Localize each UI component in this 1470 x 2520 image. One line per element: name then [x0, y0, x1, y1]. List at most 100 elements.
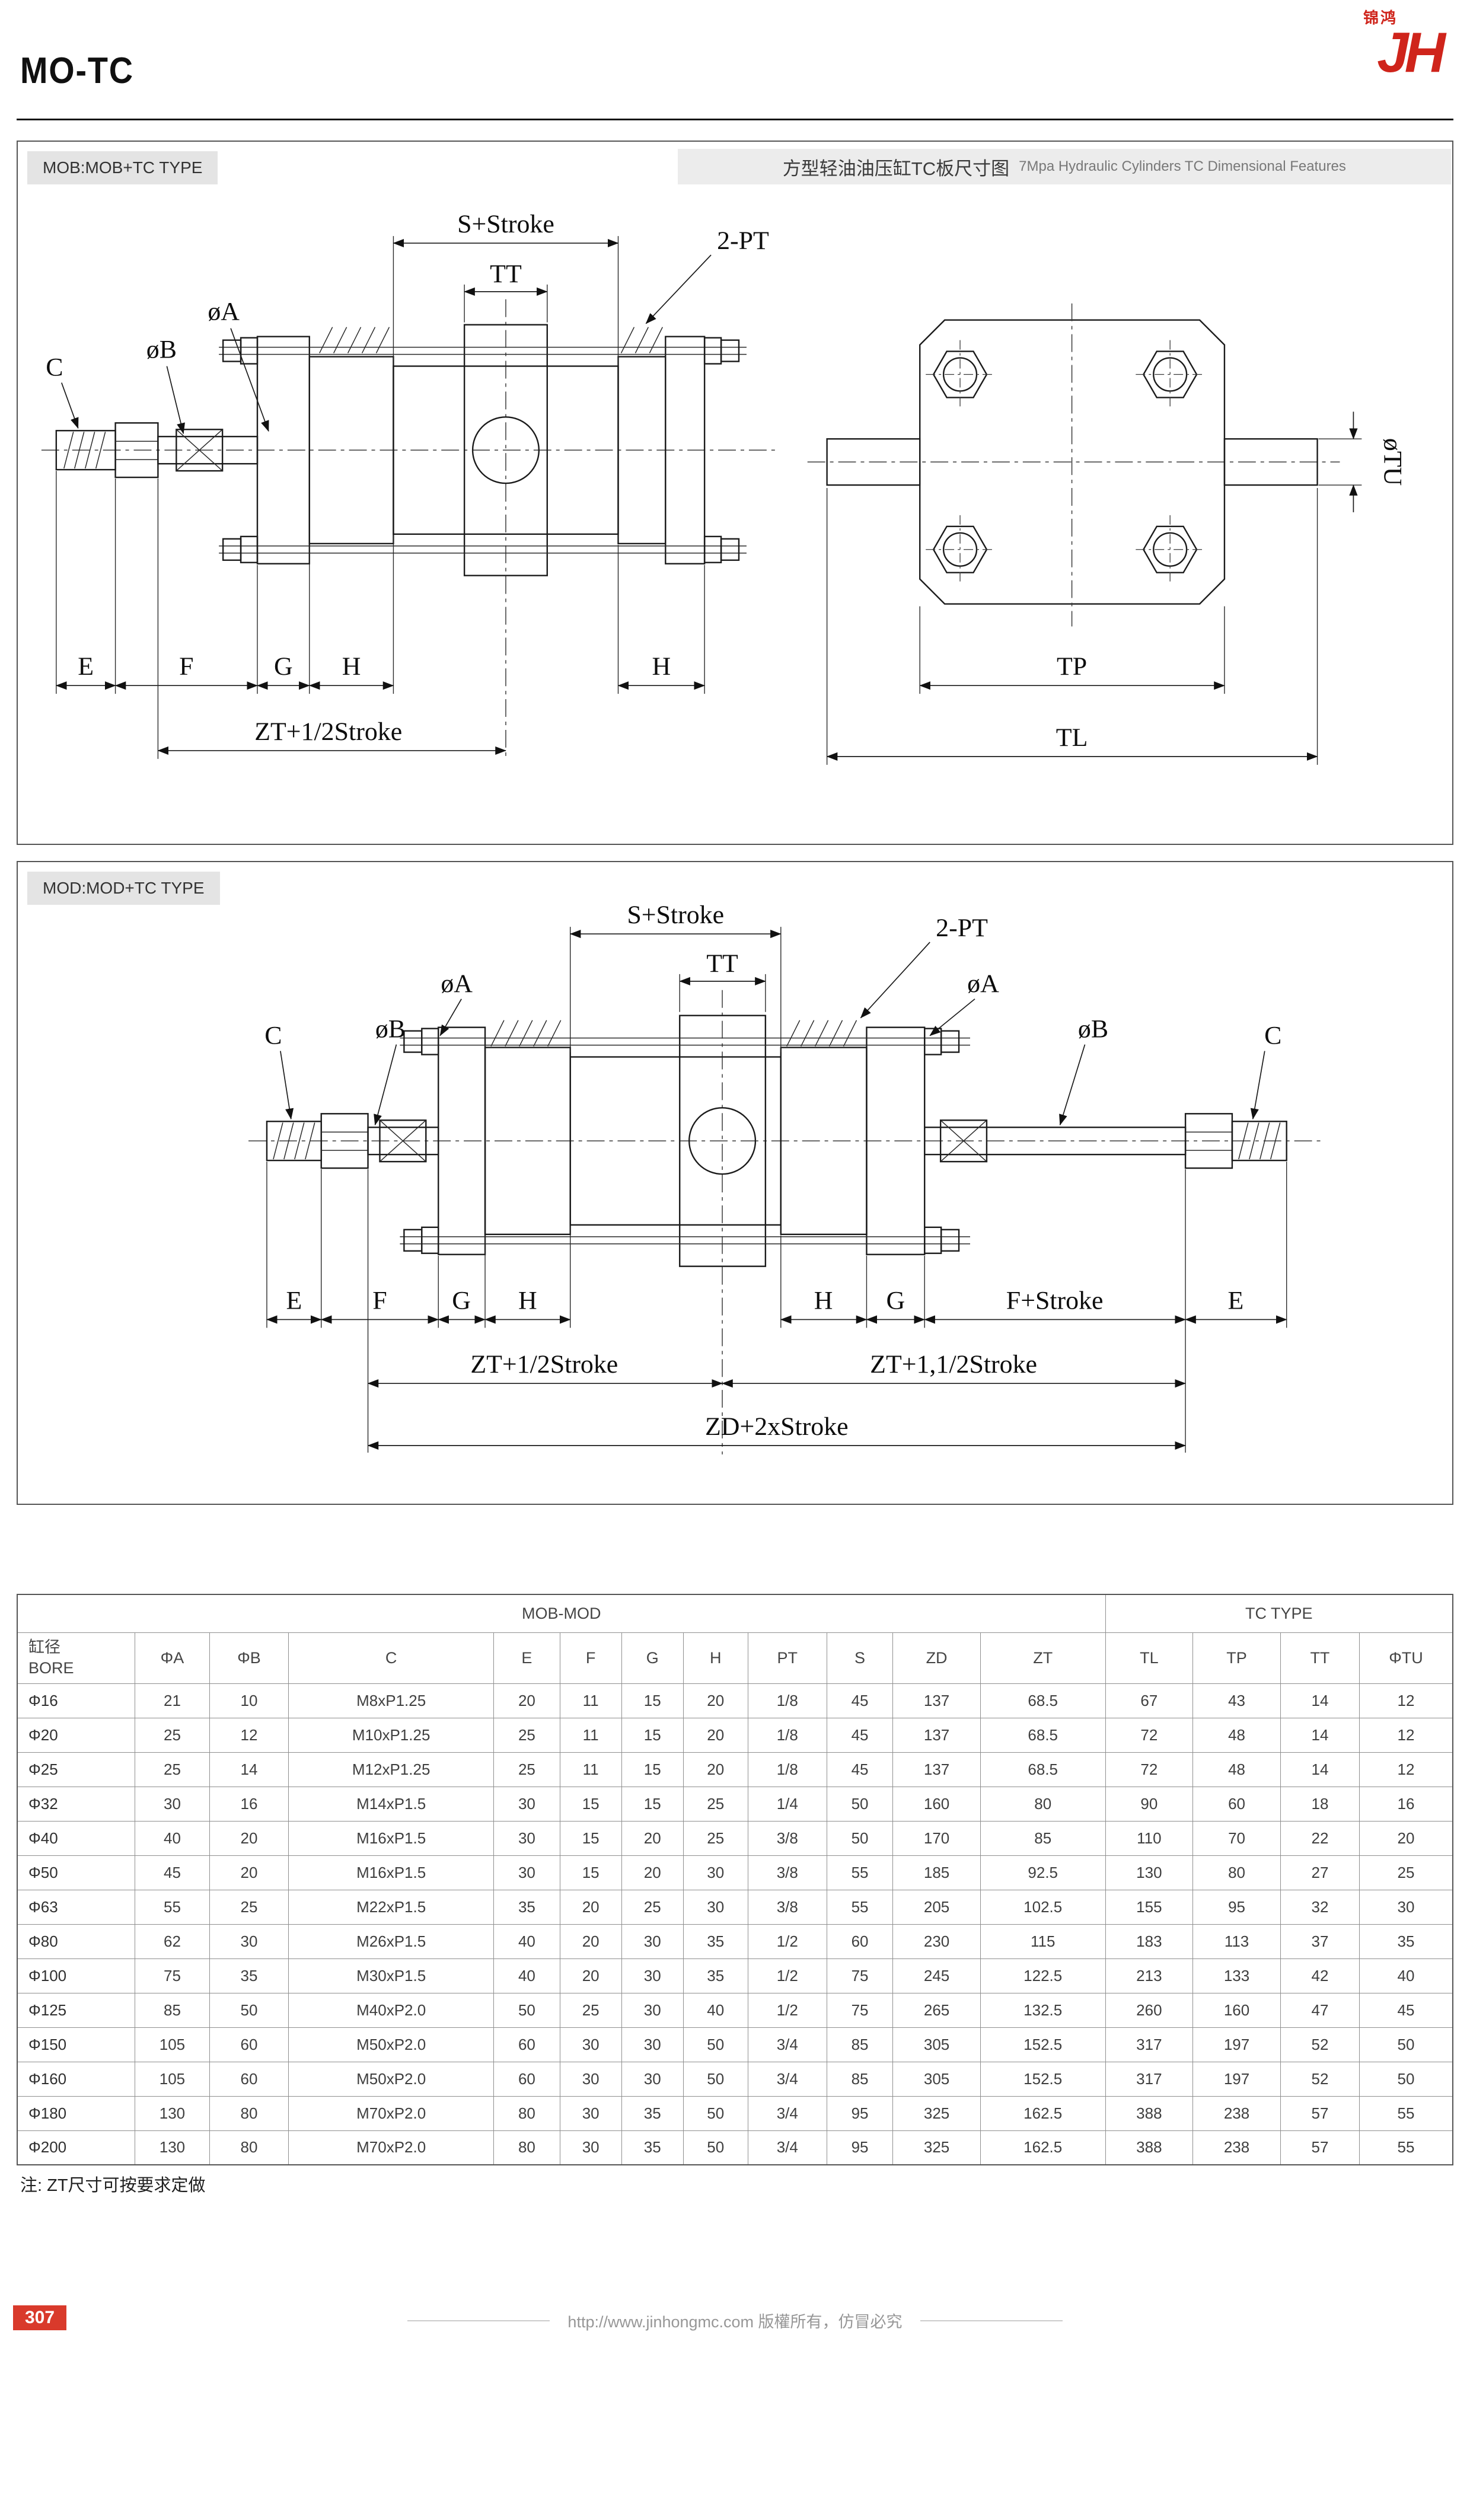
dim-label-c-left: C [264, 1022, 282, 1050]
table-cell: 130 [135, 2130, 210, 2165]
table-cell: 80 [980, 1786, 1106, 1822]
dim-label-zd: ZD+2xStroke [705, 1412, 849, 1441]
table-cell: 80 [1192, 1855, 1281, 1890]
table-cell: 1/2 [747, 1958, 827, 1993]
table-cell: 20 [209, 1820, 289, 1856]
table-cell: 85 [135, 1992, 210, 2028]
table-cell: 325 [892, 2130, 981, 2165]
dim-label-g-left: G [452, 1286, 471, 1315]
table-cell: 85 [980, 1820, 1106, 1856]
table-cell: 50 [683, 2095, 748, 2131]
table-cell: 25 [683, 1786, 748, 1822]
column-header: H [683, 1632, 748, 1684]
table-cell: 15 [559, 1786, 622, 1822]
group-header-tc-type: TC TYPE [1105, 1594, 1453, 1633]
table-cell: 20 [683, 1683, 748, 1718]
table-cell: 20 [493, 1683, 560, 1718]
table-cell: M40xP2.0 [288, 1992, 495, 2028]
caption-chinese: 方型轻油油压缸TC板尺寸图 [782, 158, 1010, 179]
column-header: ZD [892, 1632, 981, 1684]
table-cell: 16 [209, 1786, 289, 1822]
section-mod-drawing: MOD:MOD+TC TYPE [17, 861, 1453, 1505]
table-cell: 80 [493, 2095, 560, 2131]
table-cell: M30xP1.5 [288, 1958, 495, 1993]
footer-divider-left [407, 2320, 550, 2321]
table-cell: 155 [1105, 1889, 1194, 1925]
table-cell: 12 [1359, 1717, 1453, 1753]
table-cell: 170 [892, 1820, 981, 1856]
dim-label-phi-tu: øTU [1378, 438, 1407, 486]
table-cell: 10 [209, 1683, 289, 1718]
logo-chinese-text: 锦鸿 [1363, 9, 1398, 27]
table-cell: 25 [209, 1889, 289, 1925]
table-cell: 30 [621, 1958, 684, 1993]
table-cell: 45 [826, 1717, 894, 1753]
table-cell: 40 [683, 1992, 748, 2028]
table-cell: 72 [1105, 1717, 1194, 1753]
table-cell: 60 [209, 2061, 289, 2097]
table-cell: 62 [135, 1924, 210, 1959]
section-tag-mob: MOB:MOB+TC TYPE [27, 151, 218, 184]
table-cell: 25 [135, 1717, 210, 1753]
bore-cell: Φ125 [17, 1992, 136, 2028]
table-cell: 52 [1280, 2027, 1360, 2062]
table-cell: 1/8 [747, 1717, 827, 1753]
mob-technical-drawing: S+Stroke TT 2-PT øA øB C E F G [41, 210, 1407, 765]
bore-cell: Φ32 [17, 1786, 136, 1822]
footer-divider-right [920, 2320, 1063, 2321]
dim-label-phi-b-right: øB [1078, 1015, 1108, 1044]
dim-label-h-right: H [814, 1286, 833, 1315]
table-cell: 3/4 [747, 2027, 827, 2062]
table-cell: 14 [1280, 1683, 1360, 1718]
table-cell: M26xP1.5 [288, 1924, 495, 1959]
dim-label-2pt: 2-PT [936, 914, 988, 942]
table-cell: 68.5 [980, 1717, 1106, 1753]
table-cell: 30 [559, 2061, 622, 2097]
table-cell: 50 [209, 1992, 289, 2028]
dim-label-g-right: G [886, 1286, 905, 1315]
bore-cell: Φ16 [17, 1683, 136, 1718]
table-cell: 55 [826, 1889, 894, 1925]
column-header-bore: 缸径 BORE [17, 1632, 136, 1684]
page-number-badge: 307 [13, 2305, 67, 2330]
dim-label-phi-b: øB [146, 336, 177, 364]
bolt-bottom-right [1136, 515, 1205, 584]
table-cell: 305 [892, 2027, 981, 2062]
table-cell: 115 [980, 1924, 1106, 1959]
table-cell: 18 [1280, 1786, 1360, 1822]
table-cell: 12 [1359, 1752, 1453, 1787]
column-header: PT [747, 1632, 827, 1684]
dim-label-tt: TT [490, 260, 522, 288]
table-cell: 3/8 [747, 1820, 827, 1856]
bore-cell: Φ25 [17, 1752, 136, 1787]
tc-plate-end-view: øTU TP TL [807, 303, 1407, 765]
dim-label-tl: TL [1056, 723, 1088, 752]
table-cell: 265 [892, 1992, 981, 2028]
logo-jh-text: JH [1377, 21, 1446, 84]
table-cell: 75 [826, 1992, 894, 2028]
table-cell: 20 [559, 1924, 622, 1959]
bolt-top-right [1136, 340, 1205, 409]
table-cell: 25 [493, 1752, 560, 1787]
table-cell: 75 [135, 1958, 210, 1993]
group-header-mob-mod: MOB-MOD [17, 1594, 1106, 1633]
bore-cell: Φ80 [17, 1924, 136, 1959]
dim-label-f-stroke: F+Stroke [1006, 1286, 1104, 1315]
table-cell: 15 [621, 1752, 684, 1787]
table-cell: 238 [1192, 2130, 1281, 2165]
table-cell: 152.5 [980, 2027, 1106, 2062]
table-footnote: 注: ZT尺寸可按要求定做 [20, 2176, 206, 2195]
dim-label-phi-b-left: øB [375, 1015, 406, 1044]
bore-cell: Φ50 [17, 1855, 136, 1890]
table-cell: 50 [683, 2130, 748, 2165]
table-cell: M50xP2.0 [288, 2061, 495, 2097]
table-cell: 110 [1105, 1820, 1194, 1856]
table-cell: 20 [1359, 1820, 1453, 1856]
table-cell: 160 [1192, 1992, 1281, 2028]
table-cell: 30 [621, 1992, 684, 2028]
